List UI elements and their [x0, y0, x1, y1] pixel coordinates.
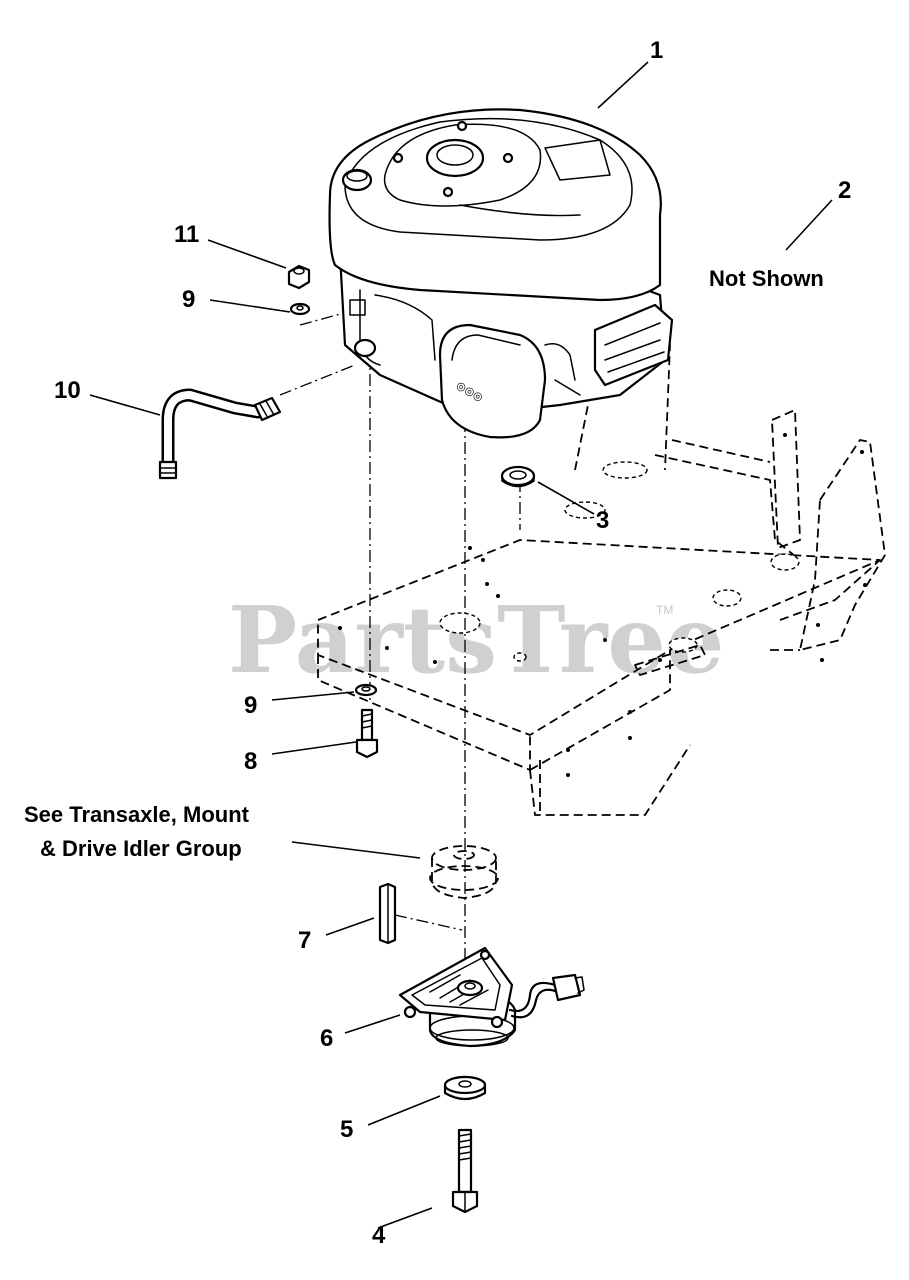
bolt-part-8 [355, 708, 379, 759]
note-see-group-line2: & Drive Idler Group [40, 836, 242, 861]
callout-2: 2 [838, 177, 851, 204]
assembly-axes [279, 309, 521, 1000]
watermark-text: PartsTree [228, 586, 724, 694]
watermark-trademark: TM [656, 603, 673, 617]
frame-phantom [317, 344, 886, 816]
engine: ◎◎◎ [328, 108, 674, 439]
callout-4: 4 [372, 1222, 386, 1249]
callout-labels: 1 2 3 4 5 6 7 8 9 9 10 11 [54, 37, 851, 1249]
phantom-pulley [429, 845, 499, 899]
watermark: PartsTree TM [228, 586, 724, 694]
leader-lines [89, 61, 833, 1229]
callout-9-upper: 9 [182, 286, 195, 313]
callout-10: 10 [54, 377, 81, 404]
nut-part-11 [287, 264, 311, 290]
washer-part-9-top [289, 302, 311, 316]
callout-5: 5 [340, 1116, 353, 1143]
clutch-part-6 [398, 946, 585, 1048]
grommet-part-3 [500, 465, 536, 488]
callout-7: 7 [298, 927, 311, 954]
bolt-part-4 [451, 1128, 479, 1214]
notes: Not Shown See Transaxle, Mount & Drive I… [24, 266, 824, 861]
callout-1: 1 [650, 37, 663, 64]
callout-9-lower: 9 [244, 692, 257, 719]
spacer-part-5 [443, 1075, 487, 1101]
callout-11: 11 [174, 221, 199, 248]
callout-8: 8 [244, 748, 257, 775]
callout-6: 6 [320, 1025, 333, 1052]
fuel-line-part-10 [158, 388, 282, 480]
note-see-group-line1: See Transaxle, Mount [24, 802, 250, 827]
washer-part-9-lower [354, 683, 378, 697]
note-not-shown: Not Shown [709, 266, 824, 291]
callout-3: 3 [596, 507, 609, 534]
key-part-7 [378, 882, 397, 945]
